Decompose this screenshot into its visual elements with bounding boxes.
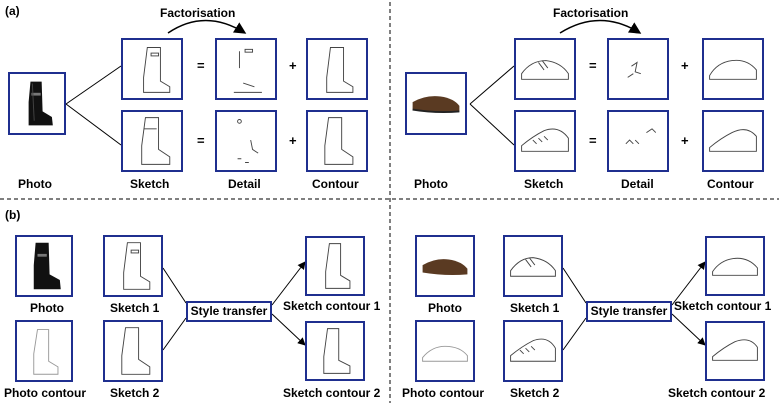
photo-contour-shoe bbox=[415, 320, 475, 382]
sketch1-shoe bbox=[503, 235, 563, 297]
equals-sign: = bbox=[589, 133, 597, 148]
sketch-contour2-shoe bbox=[705, 321, 765, 381]
label-contour1: Sketch contour 1 bbox=[283, 299, 381, 313]
sketch2-boot bbox=[103, 320, 163, 382]
label-sketch: Sketch bbox=[130, 177, 170, 191]
sketch1-boot bbox=[103, 235, 163, 297]
label-detail: Detail bbox=[228, 177, 261, 191]
plus-sign: + bbox=[289, 58, 297, 73]
label-photo: Photo bbox=[414, 177, 448, 191]
contour-shoe-2 bbox=[702, 110, 764, 172]
factorisation-label: Factorisation bbox=[553, 6, 629, 20]
sketch-contour1-boot bbox=[305, 236, 365, 296]
sketch-contour1-shoe bbox=[705, 236, 765, 296]
equals-sign: = bbox=[197, 133, 205, 148]
sketch2-shoe bbox=[503, 320, 563, 382]
detail-shoe-2 bbox=[607, 110, 669, 172]
sketch-boot-2 bbox=[121, 110, 183, 172]
label-contour1: Sketch contour 1 bbox=[674, 299, 772, 313]
style-transfer-box: Style transfer bbox=[586, 301, 672, 322]
sketch-boot-1 bbox=[121, 38, 183, 100]
panel-b-tag: (b) bbox=[5, 208, 21, 222]
label-contour2: Sketch contour 2 bbox=[283, 386, 381, 400]
sketch-contour2-boot bbox=[305, 321, 365, 381]
contour-boot-1 bbox=[306, 38, 368, 100]
factorisation-label: Factorisation bbox=[160, 6, 236, 20]
equals-sign: = bbox=[589, 58, 597, 73]
contour-shoe-1 bbox=[702, 38, 764, 100]
label-photo-contour: Photo contour bbox=[4, 386, 86, 400]
label-detail: Detail bbox=[621, 177, 654, 191]
equals-sign: = bbox=[197, 58, 205, 73]
label-sketch2: Sketch 2 bbox=[510, 386, 560, 400]
plus-sign: + bbox=[681, 133, 689, 148]
contour-boot-2 bbox=[306, 110, 368, 172]
label-sketch2: Sketch 2 bbox=[110, 386, 160, 400]
label-photo: Photo bbox=[18, 177, 52, 191]
label-photo-contour: Photo contour bbox=[402, 386, 484, 400]
photo-boot bbox=[8, 72, 66, 135]
photo-boot bbox=[15, 235, 73, 297]
plus-sign: + bbox=[681, 58, 689, 73]
photo-shoe bbox=[405, 72, 467, 135]
label-sketch: Sketch bbox=[524, 177, 564, 191]
detail-boot-2 bbox=[215, 110, 277, 172]
style-transfer-box: Style transfer bbox=[186, 301, 272, 322]
label-contour: Contour bbox=[707, 177, 754, 191]
label-photo: Photo bbox=[30, 301, 64, 315]
label-contour: Contour bbox=[312, 177, 359, 191]
detail-shoe-1 bbox=[607, 38, 669, 100]
plus-sign: + bbox=[289, 133, 297, 148]
photo-shoe bbox=[415, 235, 475, 297]
sketch-shoe-2 bbox=[514, 110, 576, 172]
panel-a-tag: (a) bbox=[5, 4, 20, 18]
label-sketch1: Sketch 1 bbox=[110, 301, 160, 315]
sketch-shoe-1 bbox=[514, 38, 576, 100]
photo-contour-boot bbox=[15, 320, 73, 382]
label-sketch1: Sketch 1 bbox=[510, 301, 560, 315]
label-photo: Photo bbox=[428, 301, 462, 315]
label-contour2: Sketch contour 2 bbox=[668, 386, 766, 400]
detail-boot-1 bbox=[215, 38, 277, 100]
